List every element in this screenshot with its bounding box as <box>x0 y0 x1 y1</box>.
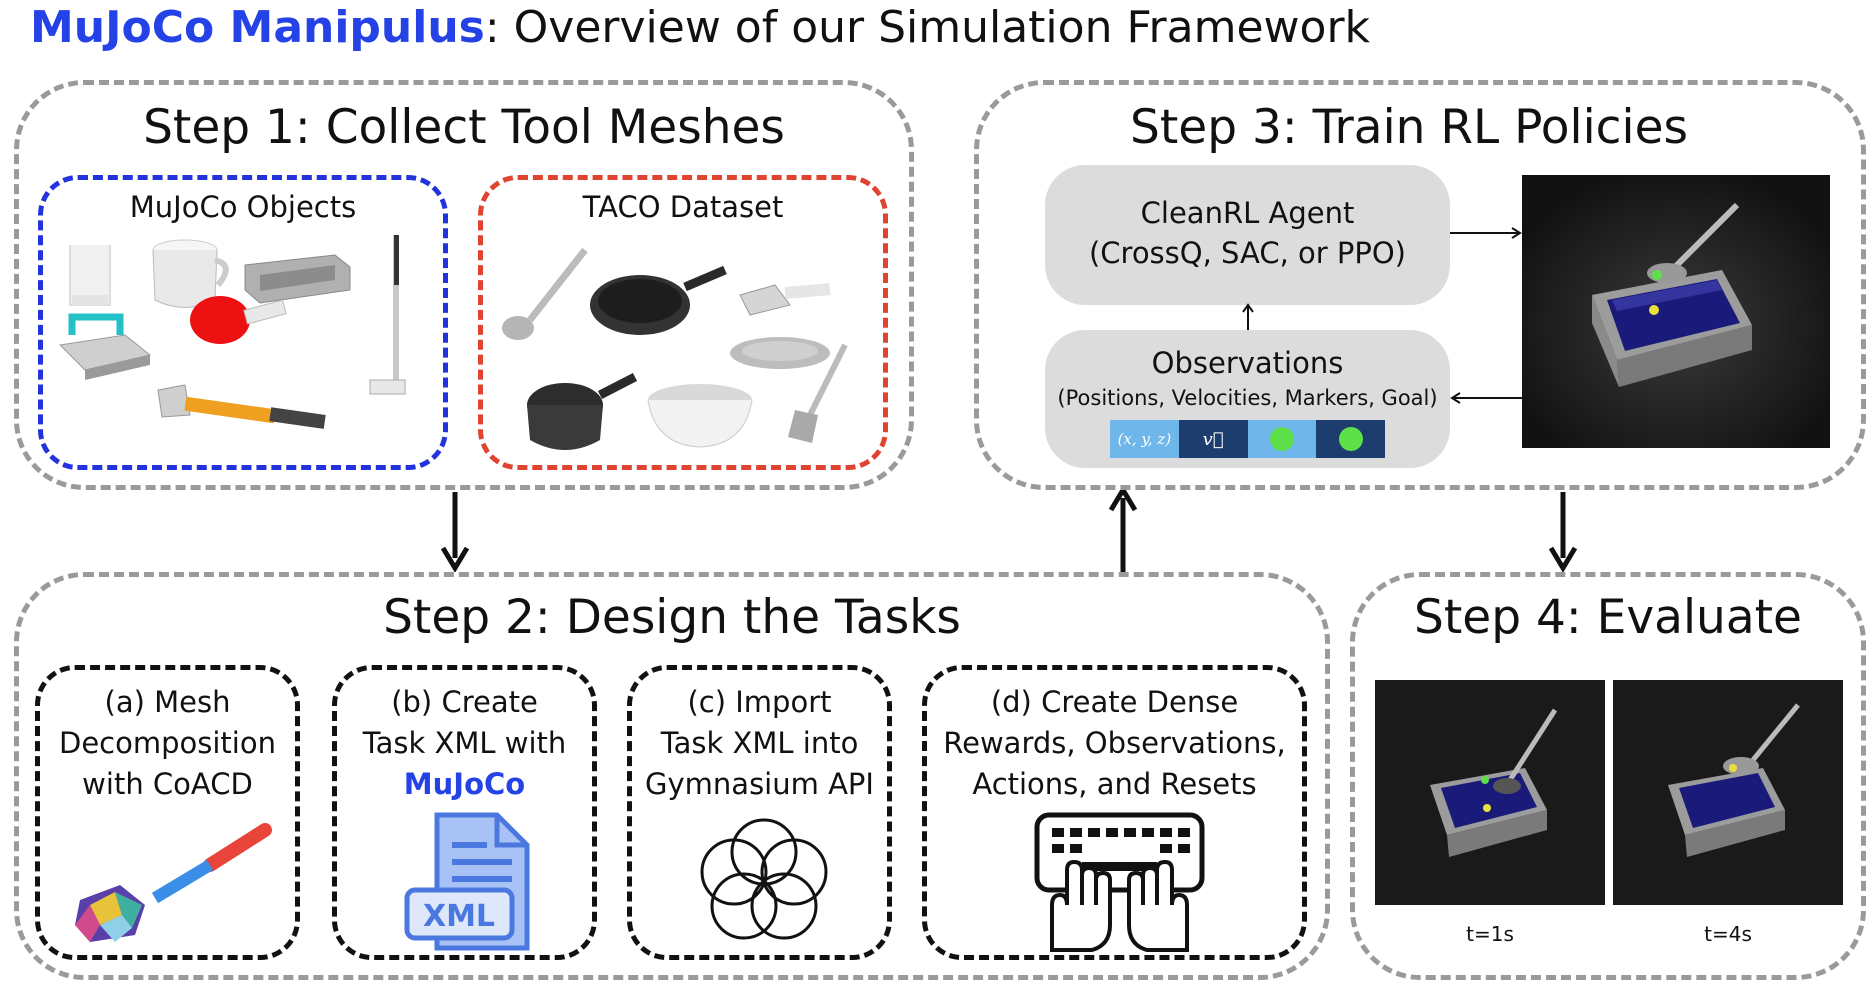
mujoco-objects-label: MuJoCo Objects <box>129 190 357 224</box>
card-d-line3: Actions, and Resets <box>972 767 1257 801</box>
arrow-step2-to-step3 <box>1108 488 1138 572</box>
card-c-line3: Gymnasium API <box>645 767 874 801</box>
card-a-line2: Decomposition <box>59 726 276 760</box>
marker-dot-icon <box>1269 427 1294 451</box>
eval-scene-1 <box>1375 680 1605 905</box>
step1-panel <box>14 80 914 490</box>
spoon-in-tub-scene <box>1522 175 1830 448</box>
step2-title: Step 2: Design the Tasks <box>383 590 961 645</box>
mujoco-objects-box <box>38 175 448 470</box>
goal-dot-icon <box>1338 427 1363 451</box>
eval-frame-2-label: t=4s <box>1704 922 1752 946</box>
step4-panel <box>1350 572 1866 980</box>
observations-title: Observations <box>1151 346 1344 380</box>
decomposed-spoon-icon <box>75 823 272 942</box>
taco-dataset-label: TACO Dataset <box>582 190 784 224</box>
step3-panel <box>974 80 1866 490</box>
title-rest: : Overview of our Simulation Framework <box>484 2 1371 53</box>
simulation-render <box>1522 175 1830 448</box>
card-b-line2: Task XML with <box>362 726 567 760</box>
gymnasium-rings-icon <box>700 818 828 940</box>
card-d-line1: (d) Create Dense <box>990 685 1239 719</box>
obs-position-cell: (x, y, z) <box>1110 420 1179 458</box>
step2-panel <box>14 572 1330 980</box>
observations-box: Observations (Positions, Velocities, Mar… <box>1045 330 1450 468</box>
mujoco-brand-label: MuJoCo <box>403 767 526 801</box>
taco-objects-illustration <box>502 247 848 450</box>
arrow-agent-to-sim <box>1450 227 1522 239</box>
task-card-import-gymnasium: (c) Import Task XML into Gymnasium API <box>627 665 892 960</box>
observations-subtitle: (Positions, Velocities, Markers, Goal) <box>1057 386 1438 410</box>
mujoco-objects-illustration <box>58 235 406 429</box>
card-d-line2: Rewards, Observations, <box>943 726 1286 760</box>
observation-vector: (x, y, z) v⃗ <box>1110 420 1385 458</box>
obs-velocity-cell: v⃗ <box>1178 420 1248 458</box>
arrow-obs-to-agent <box>1242 303 1254 333</box>
arrow-sim-to-obs <box>1450 392 1522 404</box>
eval-frame-1 <box>1375 680 1605 905</box>
card-c-line1: (c) Import <box>687 685 832 719</box>
agent-algorithms: (CrossQ, SAC, or PPO) <box>1088 236 1407 270</box>
step4-title: Step 4: Evaluate <box>1414 590 1802 645</box>
card-a-line1: (a) Mesh <box>104 685 231 719</box>
xml-icon-text: XML <box>423 899 495 934</box>
task-card-dense-rewards: (d) Create Dense Rewards, Observations, … <box>922 665 1307 960</box>
task-card-mesh-decomposition: (a) Mesh Decomposition with CoACD <box>35 665 300 960</box>
arrow-step3-to-step4 <box>1548 492 1578 572</box>
obs-marker-cell <box>1247 420 1317 458</box>
card-c-line2: Task XML into <box>660 726 859 760</box>
card-a-line3: with CoACD <box>82 767 253 801</box>
brand-name: MuJoCo Manipulus <box>30 2 485 53</box>
agent-name: CleanRL Agent <box>1140 196 1355 230</box>
taco-dataset-box <box>478 175 888 470</box>
eval-frame-1-label: t=1s <box>1466 922 1514 946</box>
xml-file-icon: XML <box>404 812 530 951</box>
task-card-create-xml: (b) Create Task XML with MuJoCo XML <box>332 665 597 960</box>
obs-goal-cell <box>1316 420 1385 458</box>
eval-scene-2 <box>1613 680 1843 905</box>
eval-frame-2 <box>1613 680 1843 905</box>
page-title: MuJoCo Manipulus: Overview of our Simula… <box>30 2 1370 53</box>
cleanrl-agent-box: CleanRL Agent (CrossQ, SAC, or PPO) <box>1045 165 1450 305</box>
step1-title: Step 1: Collect Tool Meshes <box>143 100 785 155</box>
arrow-step1-to-step2 <box>440 492 470 572</box>
step3-title: Step 3: Train RL Policies <box>1130 100 1688 155</box>
card-b-line1: (b) Create <box>391 685 538 719</box>
typing-keyboard-icon <box>1034 812 1205 952</box>
